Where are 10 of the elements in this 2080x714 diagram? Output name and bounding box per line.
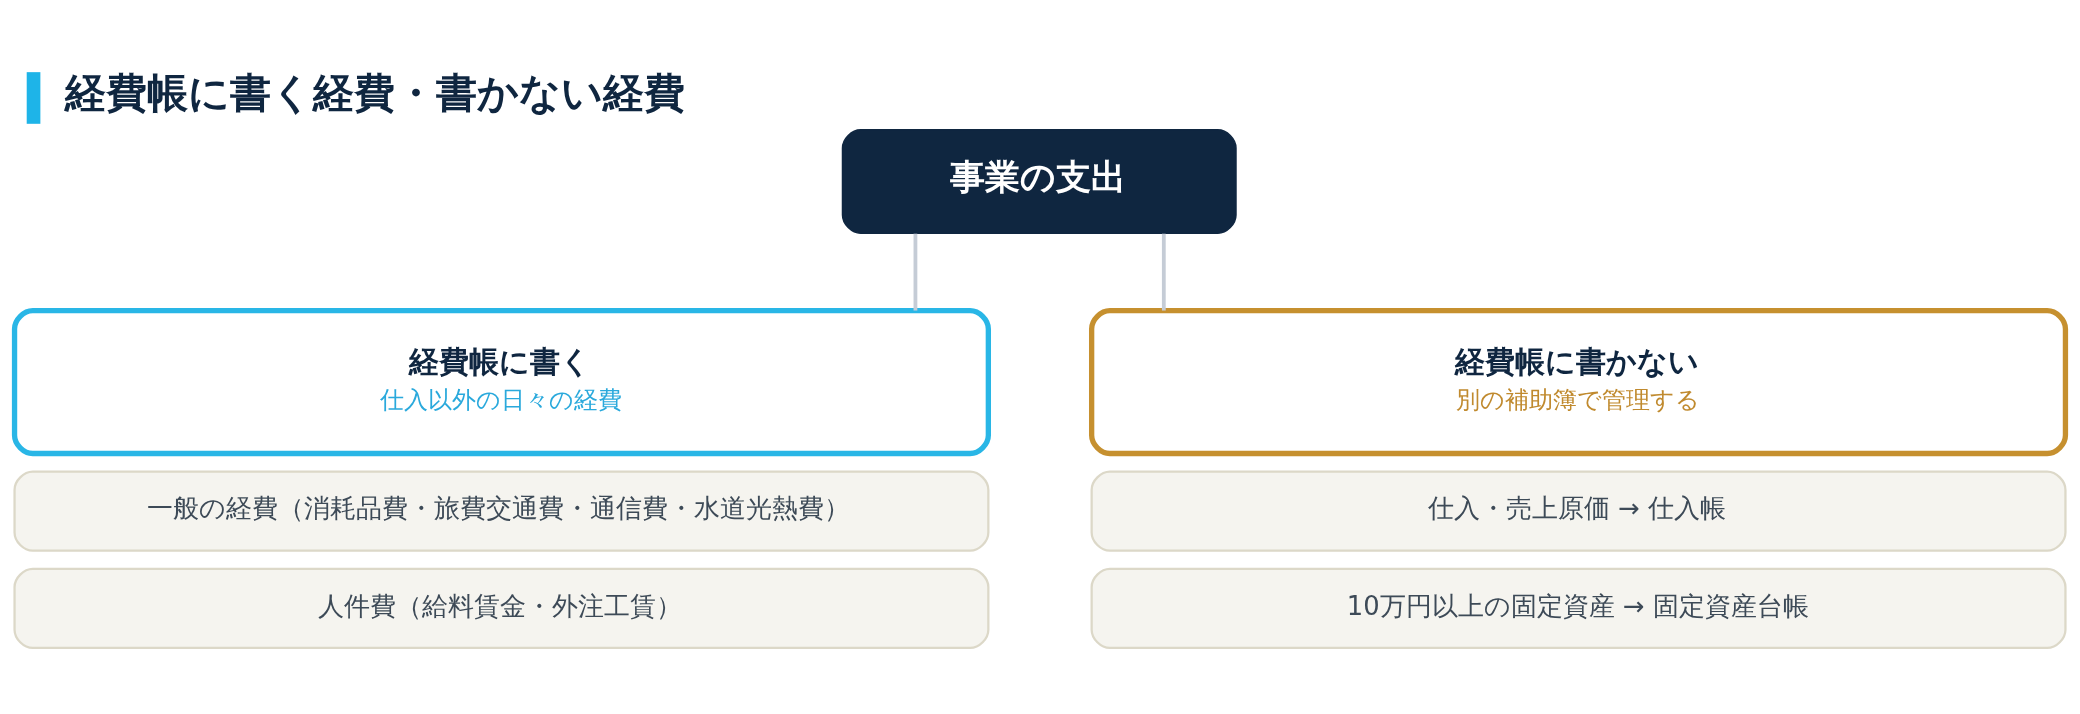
node-box: 仕入・売上原価 → 仕入帳 <box>1090 470 2067 552</box>
connector <box>1161 233 1166 311</box>
node-box: 一般の経費（消耗品費・旅費交通費・通信費・水道光熱費） <box>13 470 990 552</box>
node-box: 経費帳に書かない 別の補助簿で管理する <box>1089 308 2069 457</box>
node-box: 経費帳に書く 仕入以外の日々の経費 <box>11 308 991 457</box>
diagram-title: 経費帳に書く経費・書かない経費 <box>64 68 685 117</box>
node-box: 事業の支出 <box>841 129 1237 234</box>
connector <box>913 233 918 311</box>
node-box: 10万円以上の固定資産 → 固定資産台帳 <box>1090 567 2067 650</box>
node-box: 人件費（給料賃金・外注工賃） <box>13 567 990 650</box>
